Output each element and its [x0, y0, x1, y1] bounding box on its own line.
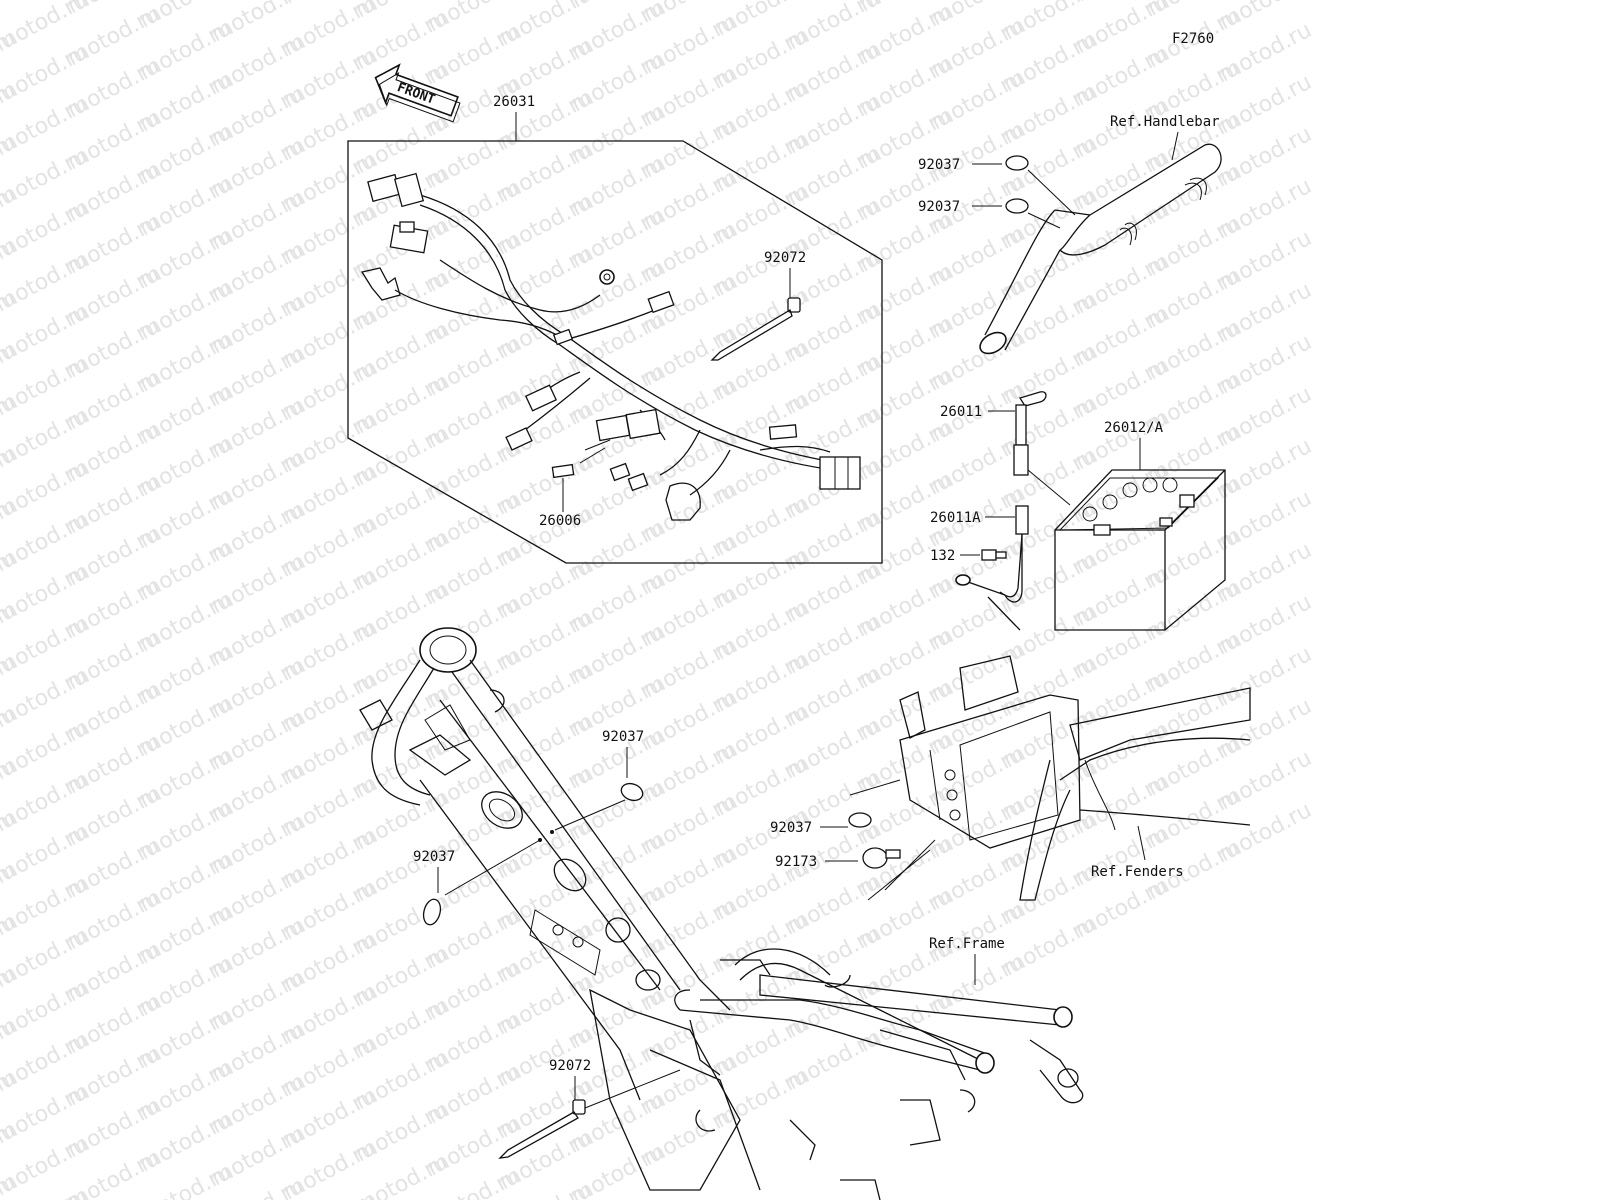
label-clamp-handlebar-1: 92037: [918, 157, 960, 173]
label-battery: 26012/A: [1104, 420, 1164, 436]
label-connector-cover: 26006: [539, 513, 581, 529]
label-tie-frame: 92072: [549, 1058, 591, 1074]
label-tie-box: 92072: [764, 250, 806, 266]
fenders-group: Ref.Fenders 92037 92173: [770, 655, 1251, 901]
label-ref-frame: Ref.Frame: [929, 936, 1005, 952]
label-clamp-frame-2: 92037: [413, 849, 455, 865]
label-clamp-fender: 92037: [770, 820, 812, 836]
label-ref-fenders: Ref.Fenders: [1091, 864, 1184, 880]
frame-group: Ref.Frame 92037 92037 92072: [359, 627, 1084, 1200]
label-ref-handlebar: Ref.Handlebar: [1110, 114, 1220, 130]
label-clamp-frame-1: 92037: [602, 729, 644, 745]
label-bolt: 132: [930, 548, 955, 564]
label-lead-26011a: 26011A: [930, 510, 981, 526]
label-clamp-handlebar-2: 92037: [918, 199, 960, 215]
label-lead-26011: 26011: [940, 404, 982, 420]
label-harness: 26031: [493, 94, 535, 110]
harness-group: 26031: [347, 94, 883, 564]
label-clamp-92173: 92173: [775, 854, 817, 870]
handlebar-group: Ref.Handlebar 92037 92037: [918, 114, 1222, 355]
diagram-code: F2760: [1172, 31, 1214, 47]
battery-group: 26011 26012/A 26011A 132: [930, 391, 1226, 631]
